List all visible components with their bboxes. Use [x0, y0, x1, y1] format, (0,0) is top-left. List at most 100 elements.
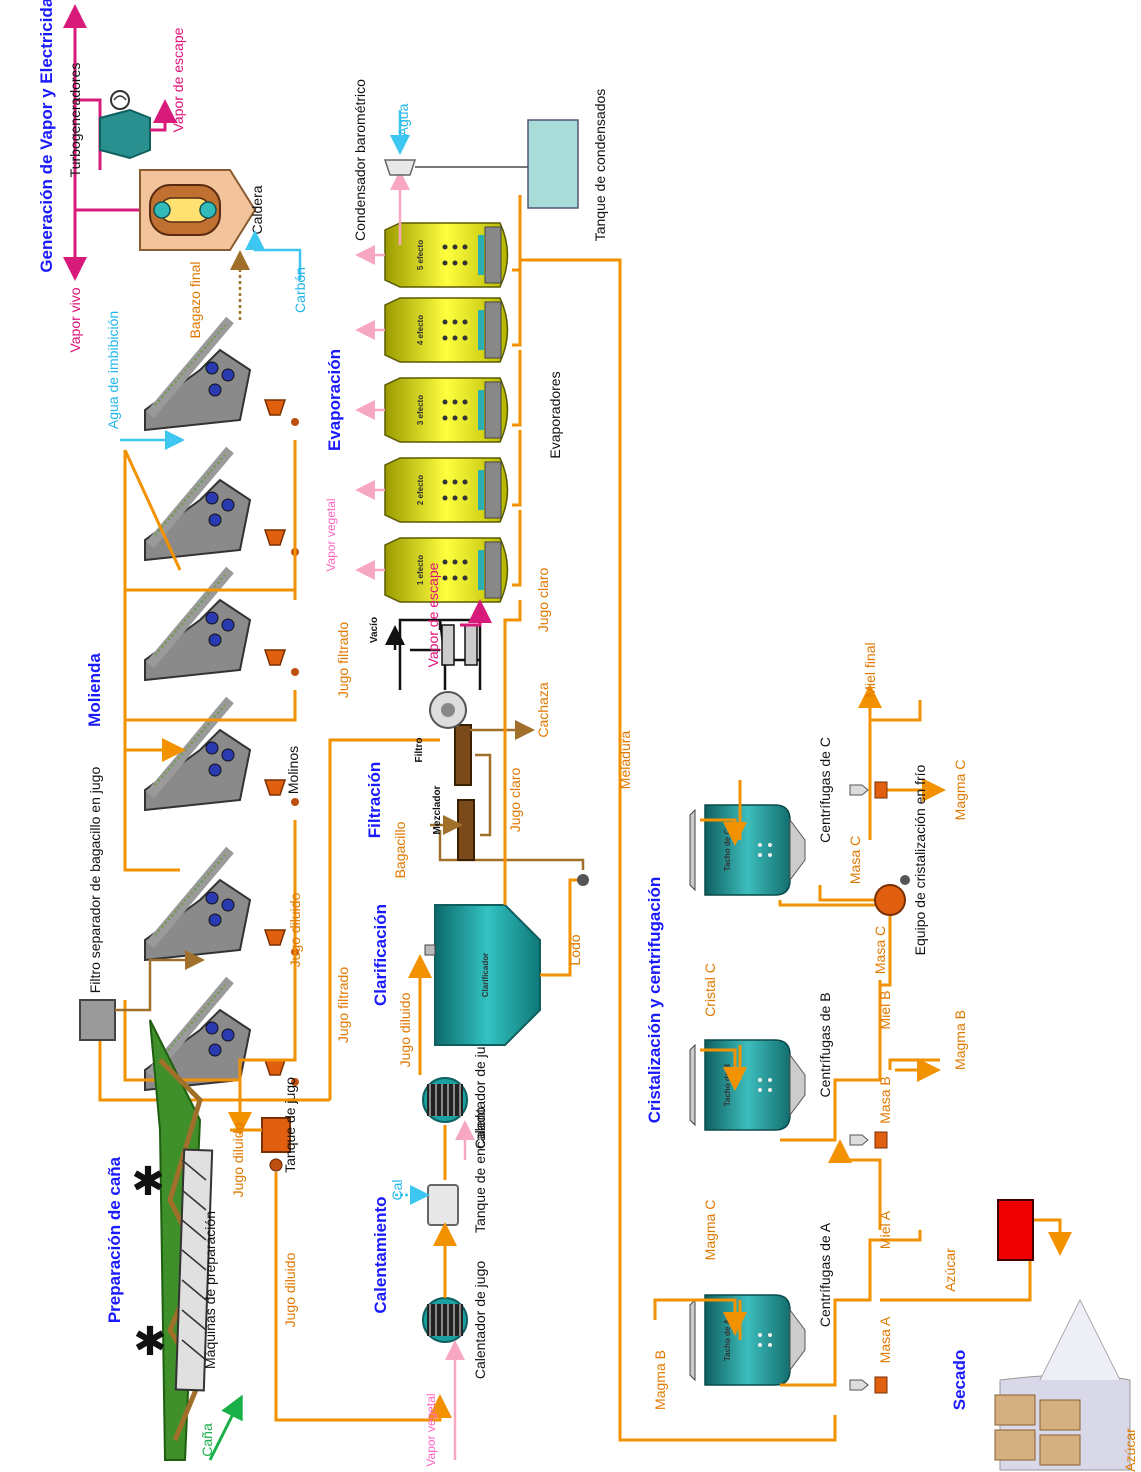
svg-text:✱: ✱: [133, 1320, 167, 1364]
label-jugo-diluido-2: Jugo diluido: [397, 992, 413, 1067]
label-filtro: Filtro: [414, 738, 425, 763]
label-jugo-filtrado-1: Jugo filtrado: [335, 622, 351, 698]
section-title-evaporacion: Evaporación: [325, 349, 344, 451]
turbogenerator: [100, 91, 165, 158]
label-jugo-claro-1: Jugo claro: [535, 567, 551, 632]
label-maquinas: Máquinas de preparación: [202, 1211, 218, 1369]
section-title-molienda: Molienda: [85, 653, 104, 727]
evaporator-tag: 4 efecto: [416, 315, 425, 345]
evaporator-tag: 1 efecto: [416, 555, 425, 585]
tanque-jugo: [230, 1118, 440, 1420]
section-title-filtracion: Filtración: [365, 762, 384, 839]
label-cristal-c: Cristal C: [702, 963, 718, 1017]
section-title-cristalizacion: Cristalización y centrifugación: [645, 877, 664, 1124]
label-bagazo-final: Bagazo final: [187, 261, 203, 338]
label-lodo: Lodo: [567, 934, 583, 965]
label-centrifugas-a: Centrífugas de A: [817, 1222, 833, 1327]
label-meladura: Meladura: [617, 731, 633, 790]
evaporator-5: 5 efecto: [360, 195, 520, 287]
label-masa-b: Masa B: [877, 1076, 893, 1123]
label-cal: Cal: [389, 1179, 405, 1200]
label-jugo-diluido-1: Jugo diluido: [287, 892, 303, 967]
tacho-tag: Tacho de C: [723, 829, 732, 872]
label-carbon: Carbón: [292, 267, 308, 313]
label-miel-a: Miel A: [877, 1210, 893, 1249]
label-agua: Agua: [395, 103, 411, 136]
tacho-1: Tacho de A: [690, 1295, 805, 1385]
evaporator-tag: 5 efecto: [416, 240, 425, 270]
cane-conveyor: ✱ ✱: [131, 1020, 212, 1460]
label-caldera: Caldera: [249, 185, 265, 234]
label-cana: Caña: [199, 1423, 215, 1457]
secador: [995, 1200, 1130, 1470]
label-centrifugas-c: Centrífugas de C: [817, 737, 833, 843]
label-magma-b-2: Magma B: [652, 1350, 668, 1410]
mill-6: [145, 320, 299, 430]
label-azucar: Azúcar: [942, 1248, 958, 1292]
label-tanque-condensados: Tanque de condensados: [592, 89, 608, 242]
label-miel-final: Miel final: [862, 642, 878, 697]
label-miel-b: Miel B: [877, 991, 893, 1030]
section-title-secado: Secado: [950, 1350, 969, 1410]
evaporator-3: 3 efecto: [360, 350, 520, 442]
tacho-tag: Tacho de B: [723, 1064, 732, 1107]
section-title-generacion: Generación de Vapor y Electricidad: [37, 0, 56, 273]
tanque-encalado: [428, 1185, 458, 1298]
label-vacio: Vacío: [369, 617, 380, 643]
label-vapor-escape: Vapor de escape: [170, 27, 186, 132]
calentador-1: [423, 1298, 467, 1342]
label-jugo-diluido-3: Jugo diluido: [230, 1122, 246, 1197]
centrifuge-2: [850, 1132, 887, 1148]
label-bagacillo: Bagacillo: [392, 821, 408, 878]
boiler: [140, 170, 255, 250]
clarificador-tag: Clarificador: [481, 953, 490, 997]
section-title-clarificacion: Clarificación: [371, 904, 390, 1006]
section-title-preparacion: Preparación de caña: [105, 1156, 124, 1323]
mills: [145, 320, 299, 1090]
label-masa-a: Masa A: [877, 1316, 893, 1363]
label-vapor-vivo: Vapor vivo: [67, 287, 83, 352]
mill-4: [145, 570, 299, 680]
label-vapor-escape-2: Vapor de escape: [425, 562, 441, 667]
label-magma-b: Magma B: [952, 1010, 968, 1070]
label-jugo-filtrado-2: Jugo filtrado: [335, 967, 351, 1043]
section-title-calentamiento: Calentamiento: [371, 1196, 390, 1313]
mill-3: [145, 700, 299, 810]
evaporator-tag: 3 efecto: [416, 395, 425, 425]
svg-text:✱: ✱: [131, 1160, 165, 1204]
label-agua-imbibicion: Agua de imbibición: [105, 311, 121, 429]
label-magma-c-2: Magma C: [702, 1200, 718, 1261]
label-azucar-2: Azúcar: [1122, 1428, 1138, 1472]
label-jugo-claro-2: Jugo claro: [507, 767, 523, 832]
tachos: Tacho de A Tacho de B Tacho de C: [690, 805, 805, 1385]
label-calentador-1: Calentador de jugo: [472, 1261, 488, 1380]
tacho-2: Tacho de B: [690, 1040, 805, 1130]
label-jugo-diluido-4: Jugo diluido: [282, 1252, 298, 1327]
label-equipo-cristalizacion: Equipo de cristalización en frío: [912, 764, 928, 955]
label-vapor-vegetal-2: Vapor vegetal: [424, 1393, 438, 1466]
mill-2: [145, 850, 299, 960]
label-centrifugas-b: Centrífugas de B: [817, 992, 833, 1097]
label-masa-c-1: Masa C: [847, 836, 863, 884]
condensador: [385, 110, 578, 208]
label-turbogeneradores: Turbogeneradores: [67, 63, 83, 178]
evaporators: 1 efecto 2 efecto 3 efecto 4 efecto 5 efecto: [360, 195, 520, 602]
label-magma-c: Magma C: [952, 760, 968, 821]
centrifuge-1: [850, 1377, 887, 1393]
equipo-cristalizacion: [875, 875, 910, 915]
label-molinos: Molinos: [285, 746, 301, 794]
label-cachaza: Cachaza: [535, 682, 551, 737]
label-vapor-vegetal: Vapor vegetal: [324, 498, 338, 571]
label-calentador-2: Calentador de jugo: [472, 1031, 488, 1150]
label-tanque-jugo: Tanque de jugo: [282, 1077, 298, 1173]
clarificador: Clarificador: [425, 830, 589, 1045]
evaporator-2: 2 efecto: [360, 430, 520, 522]
evaporator-tag: 2 efecto: [416, 475, 425, 505]
label-masa-c-2: Masa C: [872, 926, 888, 974]
label-filtro-separador: Filtro separador de bagacillo en jugo: [87, 767, 103, 994]
label-condensador: Condensador barométrico: [352, 79, 368, 241]
tacho-tag: Tacho de A: [723, 1319, 732, 1361]
label-evaporadores: Evaporadores: [547, 371, 563, 458]
label-mezclador: Mezclador: [432, 785, 443, 834]
